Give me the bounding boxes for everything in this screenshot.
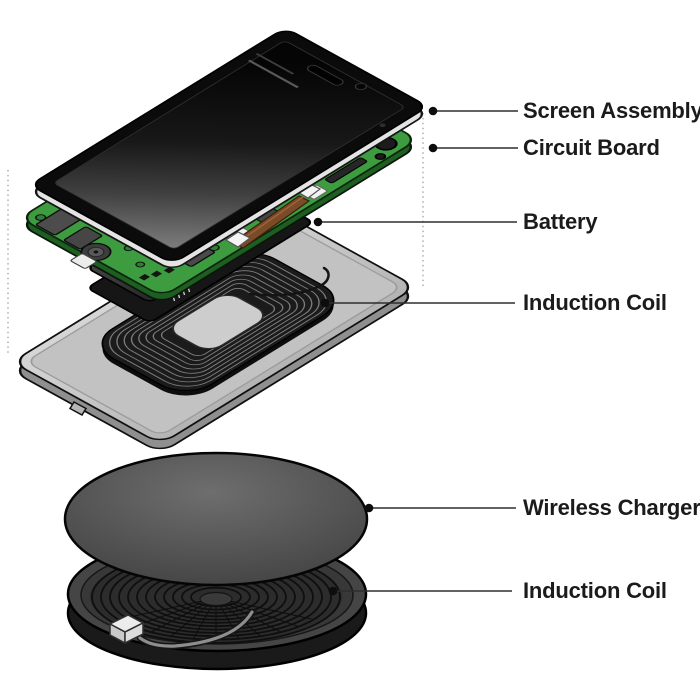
label-battery: Battery — [523, 209, 598, 234]
back-cover-illustration — [18, 208, 410, 450]
label-circuit-board: Circuit Board — [523, 135, 660, 160]
charger-connector — [108, 614, 145, 645]
label-induction-coil-phone: Induction Coil — [523, 290, 667, 315]
flex-cable-illustration — [224, 182, 322, 249]
coil-tail-wire — [248, 266, 330, 297]
label-screen-assembly: Screen Assembly — [523, 98, 700, 123]
phone-coil-illustration — [101, 252, 335, 396]
label-wireless-charger: Wireless Charger — [523, 495, 700, 520]
screen-assembly-illustration — [34, 30, 424, 268]
earpiece-speaker — [306, 64, 344, 86]
cover-notch — [68, 401, 88, 416]
mic-hole — [379, 123, 386, 128]
wireless-charger-illustration — [63, 451, 369, 587]
front-camera — [354, 82, 368, 91]
leader-dots — [313, 106, 438, 596]
label-induction-coil-charger: Induction Coil — [523, 578, 667, 603]
leader-lines — [318, 110, 518, 592]
